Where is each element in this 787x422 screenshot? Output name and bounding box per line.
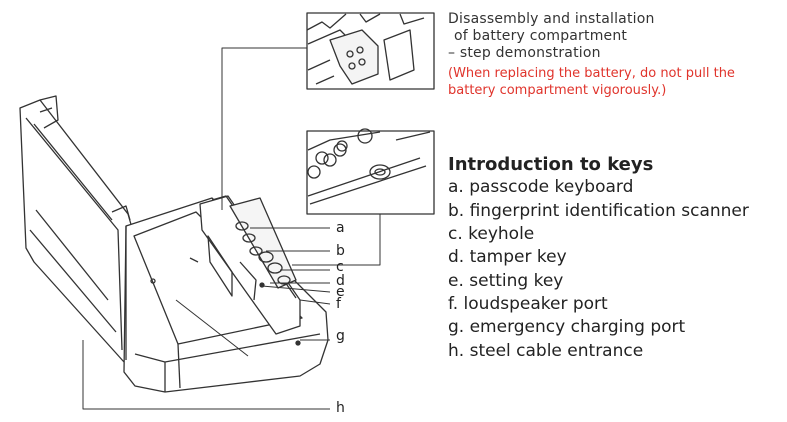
warning-line-2: battery compartment vigorously.): [448, 83, 667, 98]
callout-e: e: [336, 284, 345, 300]
keys-heading: Introduction to keys: [448, 154, 654, 175]
callout-f: f: [336, 296, 341, 312]
keypad-panel: [199, 195, 301, 346]
safe-lid: [19, 95, 139, 363]
callout-c: c: [336, 259, 344, 275]
callout-a: a: [336, 220, 345, 236]
caption-line-1: Disassembly and installation: [448, 11, 655, 27]
key-item-f: f. loudspeaker port: [448, 294, 608, 314]
safe-body: [123, 197, 329, 393]
keyhole-inset: [306, 128, 435, 215]
battery-inset: [306, 12, 435, 90]
key-item-b: b. fingerprint identification scanner: [448, 201, 749, 221]
key-item-c: c. keyhole: [448, 224, 535, 244]
warning-line-1: (When replacing the battery, do not pull…: [448, 66, 735, 81]
callout-d: d: [336, 273, 345, 289]
key-item-e: e. setting key: [448, 271, 564, 291]
callout-h: h: [336, 400, 345, 416]
callout-g: g: [336, 328, 345, 344]
caption-line-2: of battery compartment: [454, 28, 628, 44]
key-item-d: d. tamper key: [448, 247, 567, 267]
key-item-g: g. emergency charging port: [448, 317, 686, 337]
key-item-a: a. passcode keyboard: [448, 177, 634, 197]
leader-lines: [82, 47, 381, 410]
key-item-h: h. steel cable entrance: [448, 341, 644, 361]
callout-b: b: [336, 243, 345, 259]
caption-line-3: – step demonstration: [448, 45, 601, 61]
